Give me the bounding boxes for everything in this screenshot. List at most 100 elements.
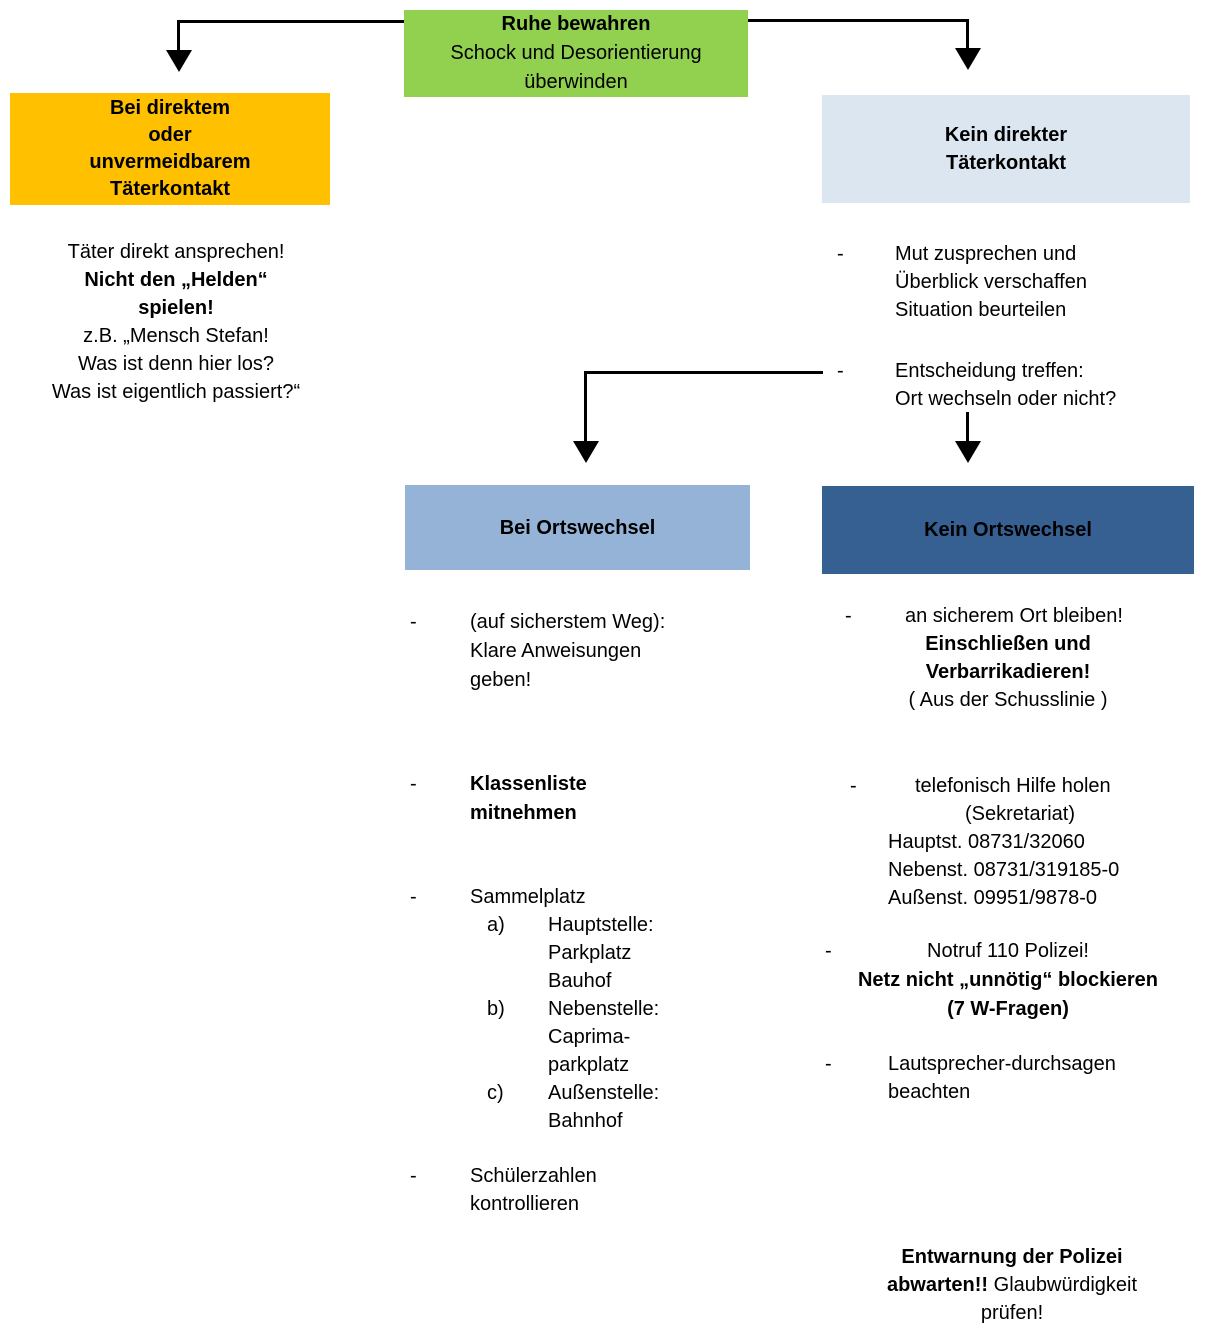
bullet-dash: - bbox=[410, 1165, 417, 1187]
node-ruhe-bewahren: Ruhe bewahren Schock und Desorientierung… bbox=[404, 10, 748, 97]
sammelplatz-sublist: a) Hauptstelle: Parkplatz Bauhof b) Nebe… bbox=[487, 911, 767, 1135]
bullet-text: Mut zusprechen und Überblick verschaffen… bbox=[895, 240, 1087, 324]
text-line: kontrollieren bbox=[470, 1193, 579, 1215]
node-title: Bei Ortswechsel bbox=[499, 516, 656, 539]
text-line: Außenstelle: bbox=[548, 1082, 660, 1104]
text-line: Situation beurteilen bbox=[895, 299, 1067, 321]
bullet-mut-zusprechen: - Mut zusprechen und Überblick verschaff… bbox=[837, 240, 1187, 324]
bullet-dash: - bbox=[825, 1053, 832, 1075]
bullet-dash: - bbox=[837, 243, 844, 265]
arrowhead-down-icon bbox=[573, 441, 599, 463]
text-line: Außenst. 09951/9878-0 bbox=[888, 887, 1098, 909]
text-line: Bahnhof bbox=[548, 1110, 623, 1132]
sublist-label: b) bbox=[487, 998, 505, 1020]
connector-left-horizontal bbox=[177, 20, 404, 23]
bullet-notruf-text: Notruf 110 Polizei! Netz nicht „unnötig“… bbox=[822, 937, 1194, 1024]
text-line: Schülerzahlen bbox=[470, 1165, 597, 1187]
text-line: Notruf 110 Polizei! bbox=[927, 940, 1089, 962]
connector-move-vertical bbox=[584, 371, 587, 443]
sublist-text: Nebenstelle: Caprima- parkplatz bbox=[548, 995, 659, 1079]
node-title-line: Täterkontakt bbox=[945, 152, 1067, 174]
text-line: Caprima- bbox=[548, 1026, 631, 1048]
arrowhead-down-icon bbox=[955, 441, 981, 463]
text-line: Parkplatz bbox=[548, 942, 632, 964]
text-line: Klare Anweisungen bbox=[470, 640, 642, 662]
node-kein-direkter-taeterkontakt: Kein direkter Täterkontakt bbox=[822, 95, 1190, 203]
text-line: Täter direkt ansprechen! bbox=[67, 241, 285, 263]
sublist-item-c: c) Außenstelle: Bahnhof bbox=[487, 1079, 767, 1135]
text-line-bold: Verbarrikadieren! bbox=[925, 661, 1091, 683]
sublist-item-a: a) Hauptstelle: Parkplatz Bauhof bbox=[487, 911, 767, 995]
text-line: Was ist denn hier los? bbox=[77, 353, 274, 375]
bullet-text: (auf sicherstem Weg): Klare Anweisungen … bbox=[470, 608, 665, 695]
bullet-dash: - bbox=[410, 886, 417, 908]
connector-right-horizontal bbox=[748, 19, 968, 22]
text-line: Lautsprecher-durchsagen bbox=[888, 1053, 1116, 1075]
node-title-line: unvermeidbarem bbox=[89, 151, 251, 173]
text-line: geben! bbox=[470, 669, 532, 691]
node-text-line: überwinden bbox=[524, 71, 628, 93]
text-line: Bauhof bbox=[548, 970, 612, 992]
text-line-bold: Netz nicht „unnötig“ blockieren bbox=[857, 969, 1158, 991]
text-line: z.B. „Mensch Stefan! bbox=[83, 325, 269, 347]
text-line-bold: (7 W-Fragen) bbox=[947, 998, 1069, 1020]
text-line: prüfen! bbox=[980, 1302, 1044, 1324]
text-line: Mut zusprechen und bbox=[895, 243, 1077, 265]
text-line: Entscheidung treffen: bbox=[895, 360, 1084, 382]
bullet-dash: - bbox=[837, 360, 844, 382]
text-line: parkplatz bbox=[548, 1054, 630, 1076]
bullet-text: Klassenliste mitnehmen bbox=[470, 770, 587, 828]
arrowhead-down-icon bbox=[955, 48, 981, 70]
node-title: Ruhe bewahren bbox=[501, 13, 651, 35]
bullet-dash: - bbox=[850, 775, 857, 797]
text-line: Hauptst. 08731/32060 bbox=[888, 831, 1085, 853]
text-normal-part: Glaubwürdigkeit bbox=[988, 1274, 1138, 1296]
bullet-dash: - bbox=[825, 940, 832, 962]
sublist-text: Hauptstelle: Parkplatz Bauhof bbox=[548, 911, 654, 995]
bullet-sicherster-weg: - (auf sicherstem Weg): Klare Anweisunge… bbox=[410, 608, 750, 695]
arrowhead-down-icon bbox=[166, 50, 192, 72]
node-title-line: oder bbox=[148, 124, 192, 146]
text-line: ( Aus der Schusslinie ) bbox=[908, 689, 1108, 711]
text-line-bold: spielen! bbox=[138, 297, 214, 319]
text-bold-part: abwarten!! bbox=[886, 1274, 989, 1296]
bullet-klassenliste: - Klassenliste mitnehmen bbox=[410, 770, 750, 828]
sublist-item-b: b) Nebenstelle: Caprima- parkplatz bbox=[487, 995, 767, 1079]
connector-stay-vertical bbox=[966, 412, 969, 443]
bullet-schuelerzahlen: - Schülerzahlen kontrollieren bbox=[410, 1162, 750, 1218]
text-line: an sicherem Ort bleiben! bbox=[905, 605, 1123, 627]
node-direkter-taeterkontakt: Bei direktem oder unvermeidbarem Täterko… bbox=[10, 93, 330, 205]
node-title: Kein Ortswechsel bbox=[924, 519, 1092, 541]
connector-move-horizontal bbox=[584, 371, 823, 374]
node-text-line: Schock und Desorientierung bbox=[450, 42, 702, 64]
bullet-dash: - bbox=[410, 611, 417, 633]
node-bei-ortswechsel: Bei Ortswechsel bbox=[405, 485, 750, 570]
text-line: (Sekretariat) bbox=[964, 803, 1076, 825]
footer-entwarnung: Entwarnung der Polizei abwarten!! Glaubw… bbox=[822, 1243, 1202, 1327]
phone-numbers: Hauptst. 08731/32060 Nebenst. 08731/3191… bbox=[888, 828, 1119, 912]
bullet-text: Entscheidung treffen: Ort wechseln oder … bbox=[895, 357, 1116, 413]
text-line: (auf sicherstem Weg): bbox=[470, 611, 666, 633]
bullet-dash: - bbox=[845, 605, 852, 627]
bullet-dash: - bbox=[410, 773, 417, 795]
text-line-mixed: abwarten!! Glaubwürdigkeit bbox=[822, 1271, 1202, 1299]
bullet-text: Lautsprecher-durchsagen beachten bbox=[888, 1050, 1116, 1106]
text-line: Hauptstelle: bbox=[548, 914, 654, 936]
text-line: Überblick verschaffen bbox=[895, 271, 1087, 293]
sublist-label: a) bbox=[487, 914, 505, 936]
node-title-line: Täterkontakt bbox=[109, 178, 231, 200]
bullet-sicherer-ort-text: Einschließen und Verbarrikadieren! ( Aus… bbox=[822, 630, 1194, 714]
bullet-text: Schülerzahlen kontrollieren bbox=[470, 1162, 597, 1218]
bullet-sammelplatz: - Sammelplatz bbox=[410, 883, 750, 911]
text-line-bold: Entwarnung der Polizei bbox=[901, 1246, 1123, 1268]
sublist-label: c) bbox=[487, 1082, 504, 1104]
text-line: beachten bbox=[888, 1081, 971, 1103]
text-line-bold: Einschließen und bbox=[925, 633, 1091, 655]
sublist-text: Außenstelle: Bahnhof bbox=[548, 1079, 659, 1135]
node-title-line: Kein direkter bbox=[944, 124, 1068, 146]
text-line: Nebenst. 08731/319185-0 bbox=[888, 859, 1120, 881]
text-line: telefonisch Hilfe holen bbox=[915, 775, 1111, 797]
bullet-text: Sammelplatz bbox=[470, 886, 586, 908]
text-line-bold: Klassenliste bbox=[470, 773, 587, 795]
